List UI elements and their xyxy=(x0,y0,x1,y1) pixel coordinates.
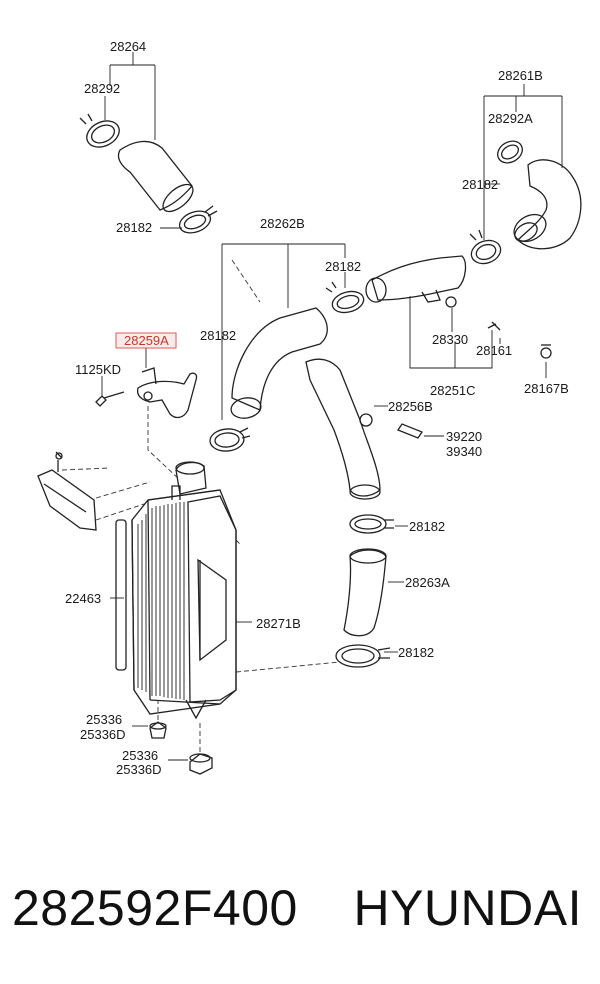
label-28271B: 28271B xyxy=(256,616,301,631)
footer-caption: 282592F400 HYUNDAI xyxy=(0,872,600,944)
mount-25336-b xyxy=(189,753,213,775)
label-25336-b: 25336 xyxy=(122,748,158,763)
clamp-28182-f xyxy=(335,644,391,668)
bracket-28259A xyxy=(95,367,198,419)
hose-28261B xyxy=(469,140,582,265)
label-39220: 39220 xyxy=(446,429,482,444)
part-labels: 28264 28292 28182 28262B 28182 28182 282… xyxy=(65,39,569,777)
label-28161: 28161 xyxy=(476,343,512,358)
label-39340: 39340 xyxy=(446,444,482,459)
brand-name: HYUNDAI xyxy=(353,880,582,936)
mount-25336-a xyxy=(149,721,167,739)
dashed-core-right xyxy=(235,539,341,673)
label-28167B: 28167B xyxy=(524,381,569,396)
label-25336D-b: 25336D xyxy=(116,762,162,777)
label-22463: 22463 xyxy=(65,591,101,606)
clamp-28182-e xyxy=(349,514,394,534)
label-28182-b: 28182 xyxy=(200,328,236,343)
label-28182-d: 28182 xyxy=(462,177,498,192)
label-28182-c: 28182 xyxy=(325,259,361,274)
label-28251C: 28251C xyxy=(430,383,476,398)
label-28292A: 28292A xyxy=(488,111,533,126)
label-28182-e: 28182 xyxy=(409,519,445,534)
label-28256B: 28256B xyxy=(388,399,433,414)
label-28262B: 28262B xyxy=(260,216,305,231)
leader-28264 xyxy=(109,52,156,140)
dashed-side-bracket xyxy=(61,467,151,521)
pipe-28251C xyxy=(365,255,552,359)
label-28292: 28292 xyxy=(84,81,120,96)
label-1125KD: 1125KD xyxy=(75,362,121,377)
label-28330: 28330 xyxy=(432,332,468,347)
hose-28264 xyxy=(79,113,218,234)
dashed-mounts xyxy=(157,700,201,752)
highlight-box-28259A xyxy=(115,332,177,349)
dashed-28262B xyxy=(231,259,261,303)
label-28182-f: 28182 xyxy=(398,645,434,660)
hose-28263A xyxy=(343,548,387,637)
label-28264: 28264 xyxy=(110,39,146,54)
label-28261B: 28261B xyxy=(498,68,543,83)
part-number: 282592F400 xyxy=(12,880,298,936)
leader-28262B xyxy=(221,243,346,420)
intercooler-core xyxy=(115,461,237,720)
pipe-28256B xyxy=(305,358,423,500)
label-25336-a: 25336 xyxy=(86,712,122,727)
clamp-28182-c xyxy=(325,281,365,314)
label-28263A: 28263A xyxy=(405,575,450,590)
label-28182-a: 28182 xyxy=(116,220,152,235)
label-25336D-a: 25336D xyxy=(80,727,126,742)
leader-28251C xyxy=(409,296,493,369)
core-fins xyxy=(137,502,185,700)
side-bracket xyxy=(37,451,97,531)
dashed-28259A xyxy=(147,406,181,481)
label-28259A: 28259A xyxy=(124,333,169,348)
hose-28262B xyxy=(209,307,328,452)
leader-28261B xyxy=(483,84,563,240)
